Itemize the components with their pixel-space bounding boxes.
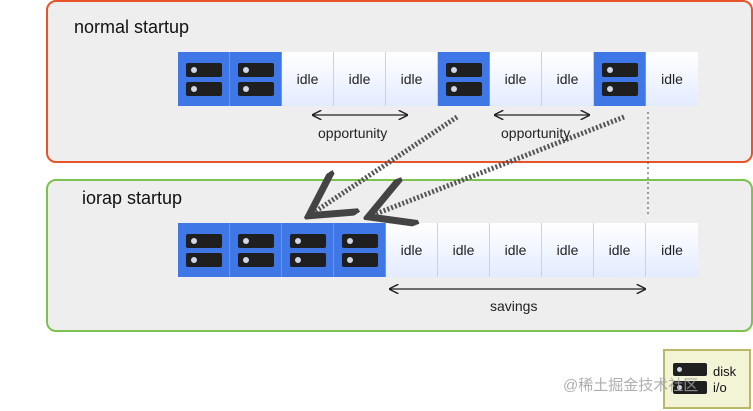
disk-icon [341, 233, 378, 248]
idle-label: idle [452, 242, 475, 258]
iorap-disk-io-cell [230, 223, 282, 277]
disk-icon [185, 81, 222, 96]
idle-label: idle [400, 242, 423, 258]
disk-icon [237, 252, 274, 267]
idle-label: idle [504, 71, 527, 87]
opportunity-label-2: opportunity [501, 125, 571, 141]
iorap-idle-cell: idle [490, 223, 542, 277]
disk-icon [601, 81, 638, 96]
disk-icon [185, 252, 222, 267]
iorap-disk-io-cell [178, 223, 230, 277]
iorap-disk-io-cell [334, 223, 386, 277]
iorap-startup-title: iorap startup [82, 188, 183, 208]
idle-label: idle [348, 71, 371, 87]
normal-disk-io-cell [594, 52, 646, 106]
opportunity-label-1: opportunity [318, 125, 388, 141]
iorap-idle-cell: idle [542, 223, 594, 277]
idle-label: idle [661, 71, 683, 87]
disk-icon [237, 233, 274, 248]
disk-icon [673, 381, 707, 394]
disk-icon [185, 233, 222, 248]
iorap-idle-cell: idle [438, 223, 490, 277]
iorap-startup-timeline: idle idle idle idle idle idle [178, 223, 698, 277]
normal-idle-cell: idle [334, 52, 386, 106]
idle-label: idle [504, 242, 527, 258]
iorap-idle-cell: idle [646, 223, 698, 277]
normal-startup-timeline: idle idle idle idle idle idle [178, 52, 698, 106]
iorap-idle-cell: idle [594, 223, 646, 277]
idle-label: idle [661, 242, 683, 258]
disk-icon [237, 81, 274, 96]
disk-icon [445, 62, 482, 77]
normal-idle-cell: idle [490, 52, 542, 106]
legend-io-label: i/o [713, 380, 727, 395]
disk-icon [601, 62, 638, 77]
normal-idle-cell: idle [282, 52, 334, 106]
disk-icon [185, 62, 222, 77]
legend-box: disk i/o [663, 349, 751, 409]
normal-idle-cell: idle [386, 52, 438, 106]
disk-icon [673, 363, 707, 376]
legend-disk-label: disk [713, 364, 737, 379]
prefetch-arrow-2 [373, 114, 625, 215]
normal-idle-cell: idle [542, 52, 594, 106]
idle-label: idle [296, 71, 319, 87]
idle-label: idle [556, 242, 579, 258]
savings-label: savings [490, 298, 538, 314]
disk-icon [289, 233, 326, 248]
normal-disk-io-cell [178, 52, 230, 106]
disk-icon [289, 252, 326, 267]
disk-icon [445, 81, 482, 96]
normal-disk-io-cell [438, 52, 490, 106]
disk-icon [237, 62, 274, 77]
idle-label: idle [608, 242, 631, 258]
disk-icon [341, 252, 378, 267]
normal-idle-cell: idle [646, 52, 698, 106]
watermark: @稀土掘金技术社区 [563, 377, 699, 394]
normal-disk-io-cell [230, 52, 282, 106]
iorap-idle-cell: idle [386, 223, 438, 277]
prefetch-arrow-1 [313, 114, 459, 213]
idle-label: idle [556, 71, 579, 87]
idle-label: idle [400, 71, 423, 87]
iorap-disk-io-cell [282, 223, 334, 277]
normal-startup-title: normal startup [74, 17, 190, 37]
